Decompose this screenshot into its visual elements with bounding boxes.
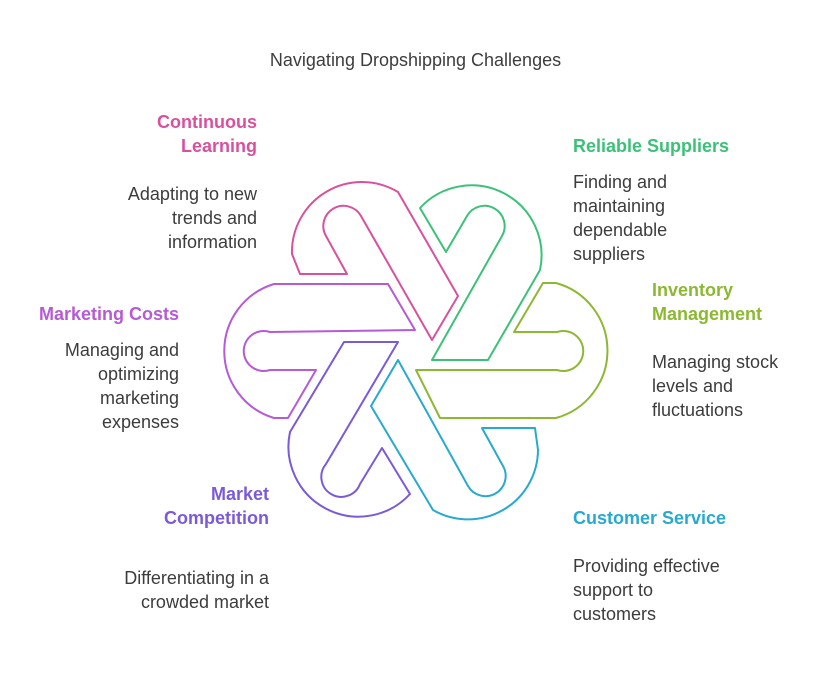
desc-marketing-costs: Managing and optimizing marketing expens… bbox=[64, 340, 179, 432]
desc-reliable-suppliers: Finding and maintaining dependable suppl… bbox=[573, 172, 668, 264]
label-continuous-learning: Continuous Learning bbox=[157, 112, 257, 156]
label-customer-service: Customer Service bbox=[573, 508, 727, 528]
loop-marketing-costs bbox=[223, 283, 416, 419]
label-inventory-management: Inventory Management bbox=[652, 280, 763, 324]
desc-continuous-learning: Adapting to new trends and information bbox=[127, 184, 257, 252]
loop-continuous-learning bbox=[290, 181, 459, 341]
loop-inventory-management bbox=[415, 282, 609, 419]
desc-inventory-management: Managing stock levels and fluctuations bbox=[652, 352, 779, 420]
loop-reliable-suppliers bbox=[419, 184, 543, 361]
diagram-title: Navigating Dropshipping Challenges bbox=[269, 50, 562, 70]
label-marketing-costs: Marketing Costs bbox=[38, 304, 179, 324]
loop-market-competition bbox=[287, 341, 411, 518]
label-reliable-suppliers: Reliable Suppliers bbox=[573, 136, 730, 156]
desc-customer-service: Providing effective support to customers bbox=[573, 556, 720, 624]
loop-customer-service bbox=[370, 359, 539, 521]
label-market-competition: Market Competition bbox=[164, 484, 269, 528]
desc-market-competition: Differentiating in a crowded market bbox=[124, 568, 269, 612]
